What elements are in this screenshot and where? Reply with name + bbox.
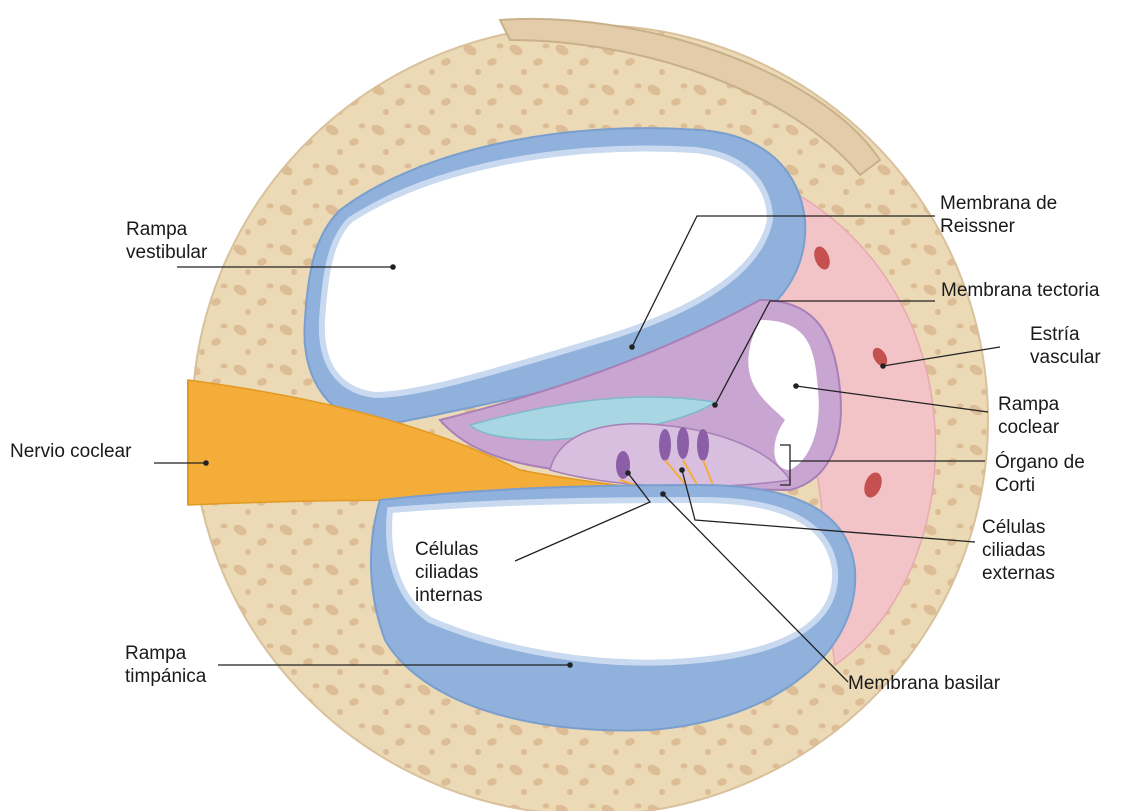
label-line: Corti (995, 474, 1085, 497)
label-line: Células (415, 538, 483, 561)
label-line: internas (415, 584, 483, 607)
label-line: Rampa (998, 393, 1059, 416)
label-line: timpánica (125, 665, 206, 688)
label-rampa-vestibular: Rampa vestibular (126, 218, 207, 264)
label-nervio-coclear: Nervio coclear (10, 440, 131, 463)
label-line: Rampa (126, 218, 207, 241)
label-line: Membrana tectoria (941, 279, 1099, 302)
label-line: Nervio coclear (10, 440, 131, 463)
label-estria-vascular: Estría vascular (1030, 323, 1101, 369)
label-membrana-basilar: Membrana basilar (848, 672, 1000, 695)
label-line: Rampa (125, 642, 206, 665)
label-line: vascular (1030, 346, 1101, 369)
label-line: ciliadas (982, 539, 1055, 562)
label-line: externas (982, 562, 1055, 585)
label-celulas-ciliadas-internas: Células ciliadas internas (415, 538, 483, 607)
label-line: ciliadas (415, 561, 483, 584)
label-rampa-coclear: Rampa coclear (998, 393, 1059, 439)
label-line: Estría (1030, 323, 1101, 346)
label-line: Órgano de (995, 451, 1085, 474)
label-rampa-timpanica: Rampa timpánica (125, 642, 206, 688)
label-line: coclear (998, 416, 1059, 439)
label-membrana-tectoria: Membrana tectoria (941, 279, 1099, 302)
label-celulas-ciliadas-externas: Células ciliadas externas (982, 516, 1055, 585)
label-line: Células (982, 516, 1055, 539)
label-line: Membrana basilar (848, 672, 1000, 695)
label-line: vestibular (126, 241, 207, 264)
label-line: Membrana de (940, 192, 1057, 215)
label-organo-corti: Órgano de Corti (995, 451, 1085, 497)
label-membrana-reissner: Membrana de Reissner (940, 192, 1057, 238)
label-line: Reissner (940, 215, 1057, 238)
